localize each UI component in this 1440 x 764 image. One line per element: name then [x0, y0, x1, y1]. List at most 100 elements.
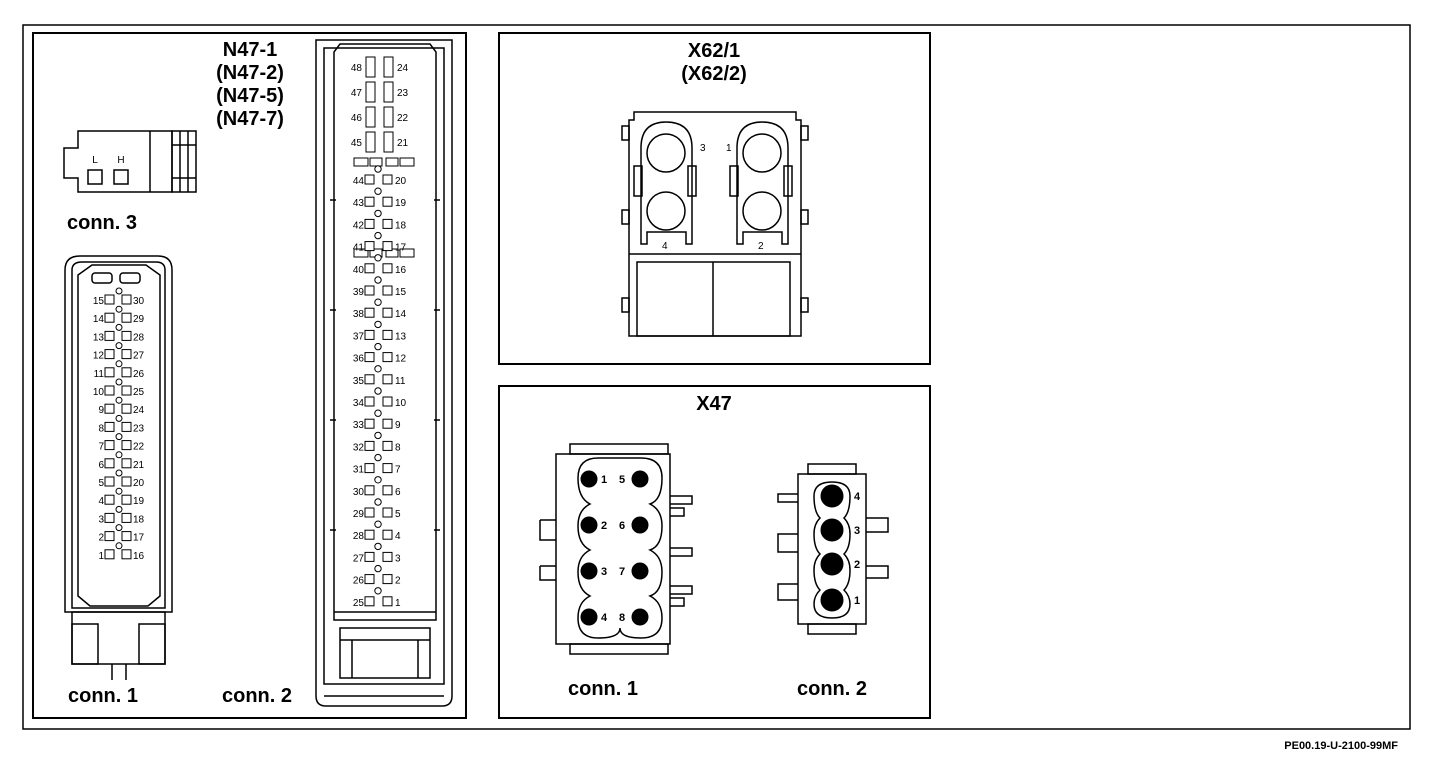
conn2-pin — [364, 352, 375, 363]
conn1-pin-number: 5 — [98, 478, 104, 489]
conn2-pin — [382, 529, 393, 540]
conn3-connector — [63, 130, 197, 193]
conn1-pin — [121, 440, 132, 451]
conn2-keyway-dot — [374, 587, 382, 595]
x47-conn2-pin — [820, 588, 844, 612]
conn1-connector — [64, 255, 173, 680]
conn1-pin — [104, 531, 115, 542]
conn2-pin-number: 28 — [353, 531, 365, 542]
device-label-n47-5: (N47-5) — [216, 85, 284, 107]
conn1-keyway-dot — [115, 396, 123, 404]
conn2-pin-number: 20 — [395, 176, 407, 187]
conn1-pin — [121, 330, 132, 341]
x47-conn1-pin-number: 4 — [601, 612, 608, 624]
conn2-pin — [382, 307, 393, 318]
conn2-pin — [364, 507, 375, 518]
conn2-pin — [382, 485, 393, 496]
conn2-keyway-dot — [374, 209, 382, 218]
conn1-pin — [104, 421, 115, 432]
conn2-pin-number: 9 — [395, 420, 401, 431]
conn2-keyway-dot — [374, 187, 382, 195]
conn2-keyway-dot — [374, 409, 382, 417]
conn1-keyway-dot — [115, 451, 123, 459]
conn3-label: conn. 3 — [67, 212, 137, 234]
conn1-keyway-dot — [115, 524, 123, 532]
device-label-n47-1: N47-1 — [223, 39, 277, 61]
conn1-pin-number: 26 — [133, 369, 145, 380]
conn2-pin-number: 33 — [353, 420, 365, 431]
x62-pin-4 — [646, 191, 686, 231]
x47-conn2-pin — [820, 484, 844, 508]
conn2-pin-number: 15 — [395, 287, 407, 298]
conn1-pin-number: 3 — [98, 514, 104, 525]
conn1-pin — [121, 385, 132, 396]
conn2-pin — [365, 81, 376, 103]
conn2-pin-number: 7 — [395, 465, 401, 476]
conn2-pin — [382, 418, 393, 429]
x62-connector — [621, 111, 809, 337]
conn2-pin — [364, 263, 375, 274]
conn2-pin — [382, 329, 393, 340]
conn1-keyway-dot — [115, 542, 123, 550]
conn1-keyway-dot — [115, 505, 123, 513]
conn2-pin-number: 35 — [353, 376, 365, 387]
conn2-pin-number: 41 — [353, 243, 365, 254]
conn1-pin-number: 10 — [93, 387, 105, 398]
conn2-pin — [364, 307, 375, 318]
conn1-pin-number: 9 — [98, 405, 104, 416]
conn1-pin — [121, 367, 132, 378]
conn1-pin-number: 28 — [133, 332, 145, 343]
conn2-pin-number: 1 — [395, 598, 401, 609]
conn2-divider-pad — [369, 157, 383, 167]
conn2-pin-number: 14 — [395, 309, 407, 320]
conn2-pin-number: 16 — [395, 265, 407, 276]
conn2-pin — [382, 285, 393, 296]
x47-conn2-label: conn. 2 — [797, 678, 867, 700]
conn2-pin — [365, 131, 376, 153]
outer-frame — [22, 24, 1411, 730]
conn2-divider-pad — [399, 248, 415, 258]
conn1-keyway-dot — [115, 287, 123, 295]
conn2-pin-number: 19 — [395, 198, 407, 209]
conn1-keyway-dot — [115, 342, 123, 350]
conn2-pin — [383, 106, 394, 128]
conn1-pin-number: 25 — [133, 387, 145, 398]
conn1-pin-number: 7 — [98, 442, 104, 453]
conn2-keyway-dot — [374, 165, 382, 173]
conn1-pin — [104, 312, 115, 323]
conn2-keyway-dot — [374, 387, 382, 395]
conn2-pin — [383, 131, 394, 153]
conn2-divider-pad — [399, 157, 415, 167]
conn1-keyway-dot — [115, 469, 123, 477]
conn1-pin-number: 29 — [133, 314, 145, 325]
conn1-keyway-dot — [115, 414, 123, 422]
conn2-pin-number: 21 — [397, 138, 409, 149]
conn2-pin — [382, 440, 393, 451]
conn2-keyway-dot — [374, 431, 382, 440]
conn2-pin-number: 6 — [395, 487, 401, 498]
conn1-pin — [104, 512, 115, 523]
conn1-pin-number: 20 — [133, 478, 145, 489]
conn3-pin-label-h: H — [117, 155, 124, 166]
x47-conn1-pin — [631, 516, 649, 534]
conn1-pin-number: 19 — [133, 496, 145, 507]
conn1-pin-number: 16 — [133, 551, 145, 562]
conn2-pin-number: 2 — [395, 576, 401, 587]
conn1-keyway-dot — [115, 487, 123, 495]
conn2-pin — [364, 374, 375, 385]
conn1-pin-number: 12 — [93, 351, 105, 362]
x47-conn1-pin-number: 8 — [619, 612, 625, 624]
conn2-pin — [364, 196, 375, 207]
conn2-pin — [364, 551, 375, 562]
x47-conn1-pin — [631, 608, 649, 626]
conn1-pin — [104, 349, 115, 360]
conn2-pin-number: 39 — [353, 287, 365, 298]
conn2-pin-number: 38 — [353, 309, 365, 320]
conn2-pin-number: 46 — [351, 113, 363, 124]
conn1-pin — [104, 549, 115, 560]
conn1-pin — [104, 440, 115, 451]
conn1-label: conn. 1 — [68, 685, 138, 707]
conn2-pin-number: 31 — [353, 465, 365, 476]
